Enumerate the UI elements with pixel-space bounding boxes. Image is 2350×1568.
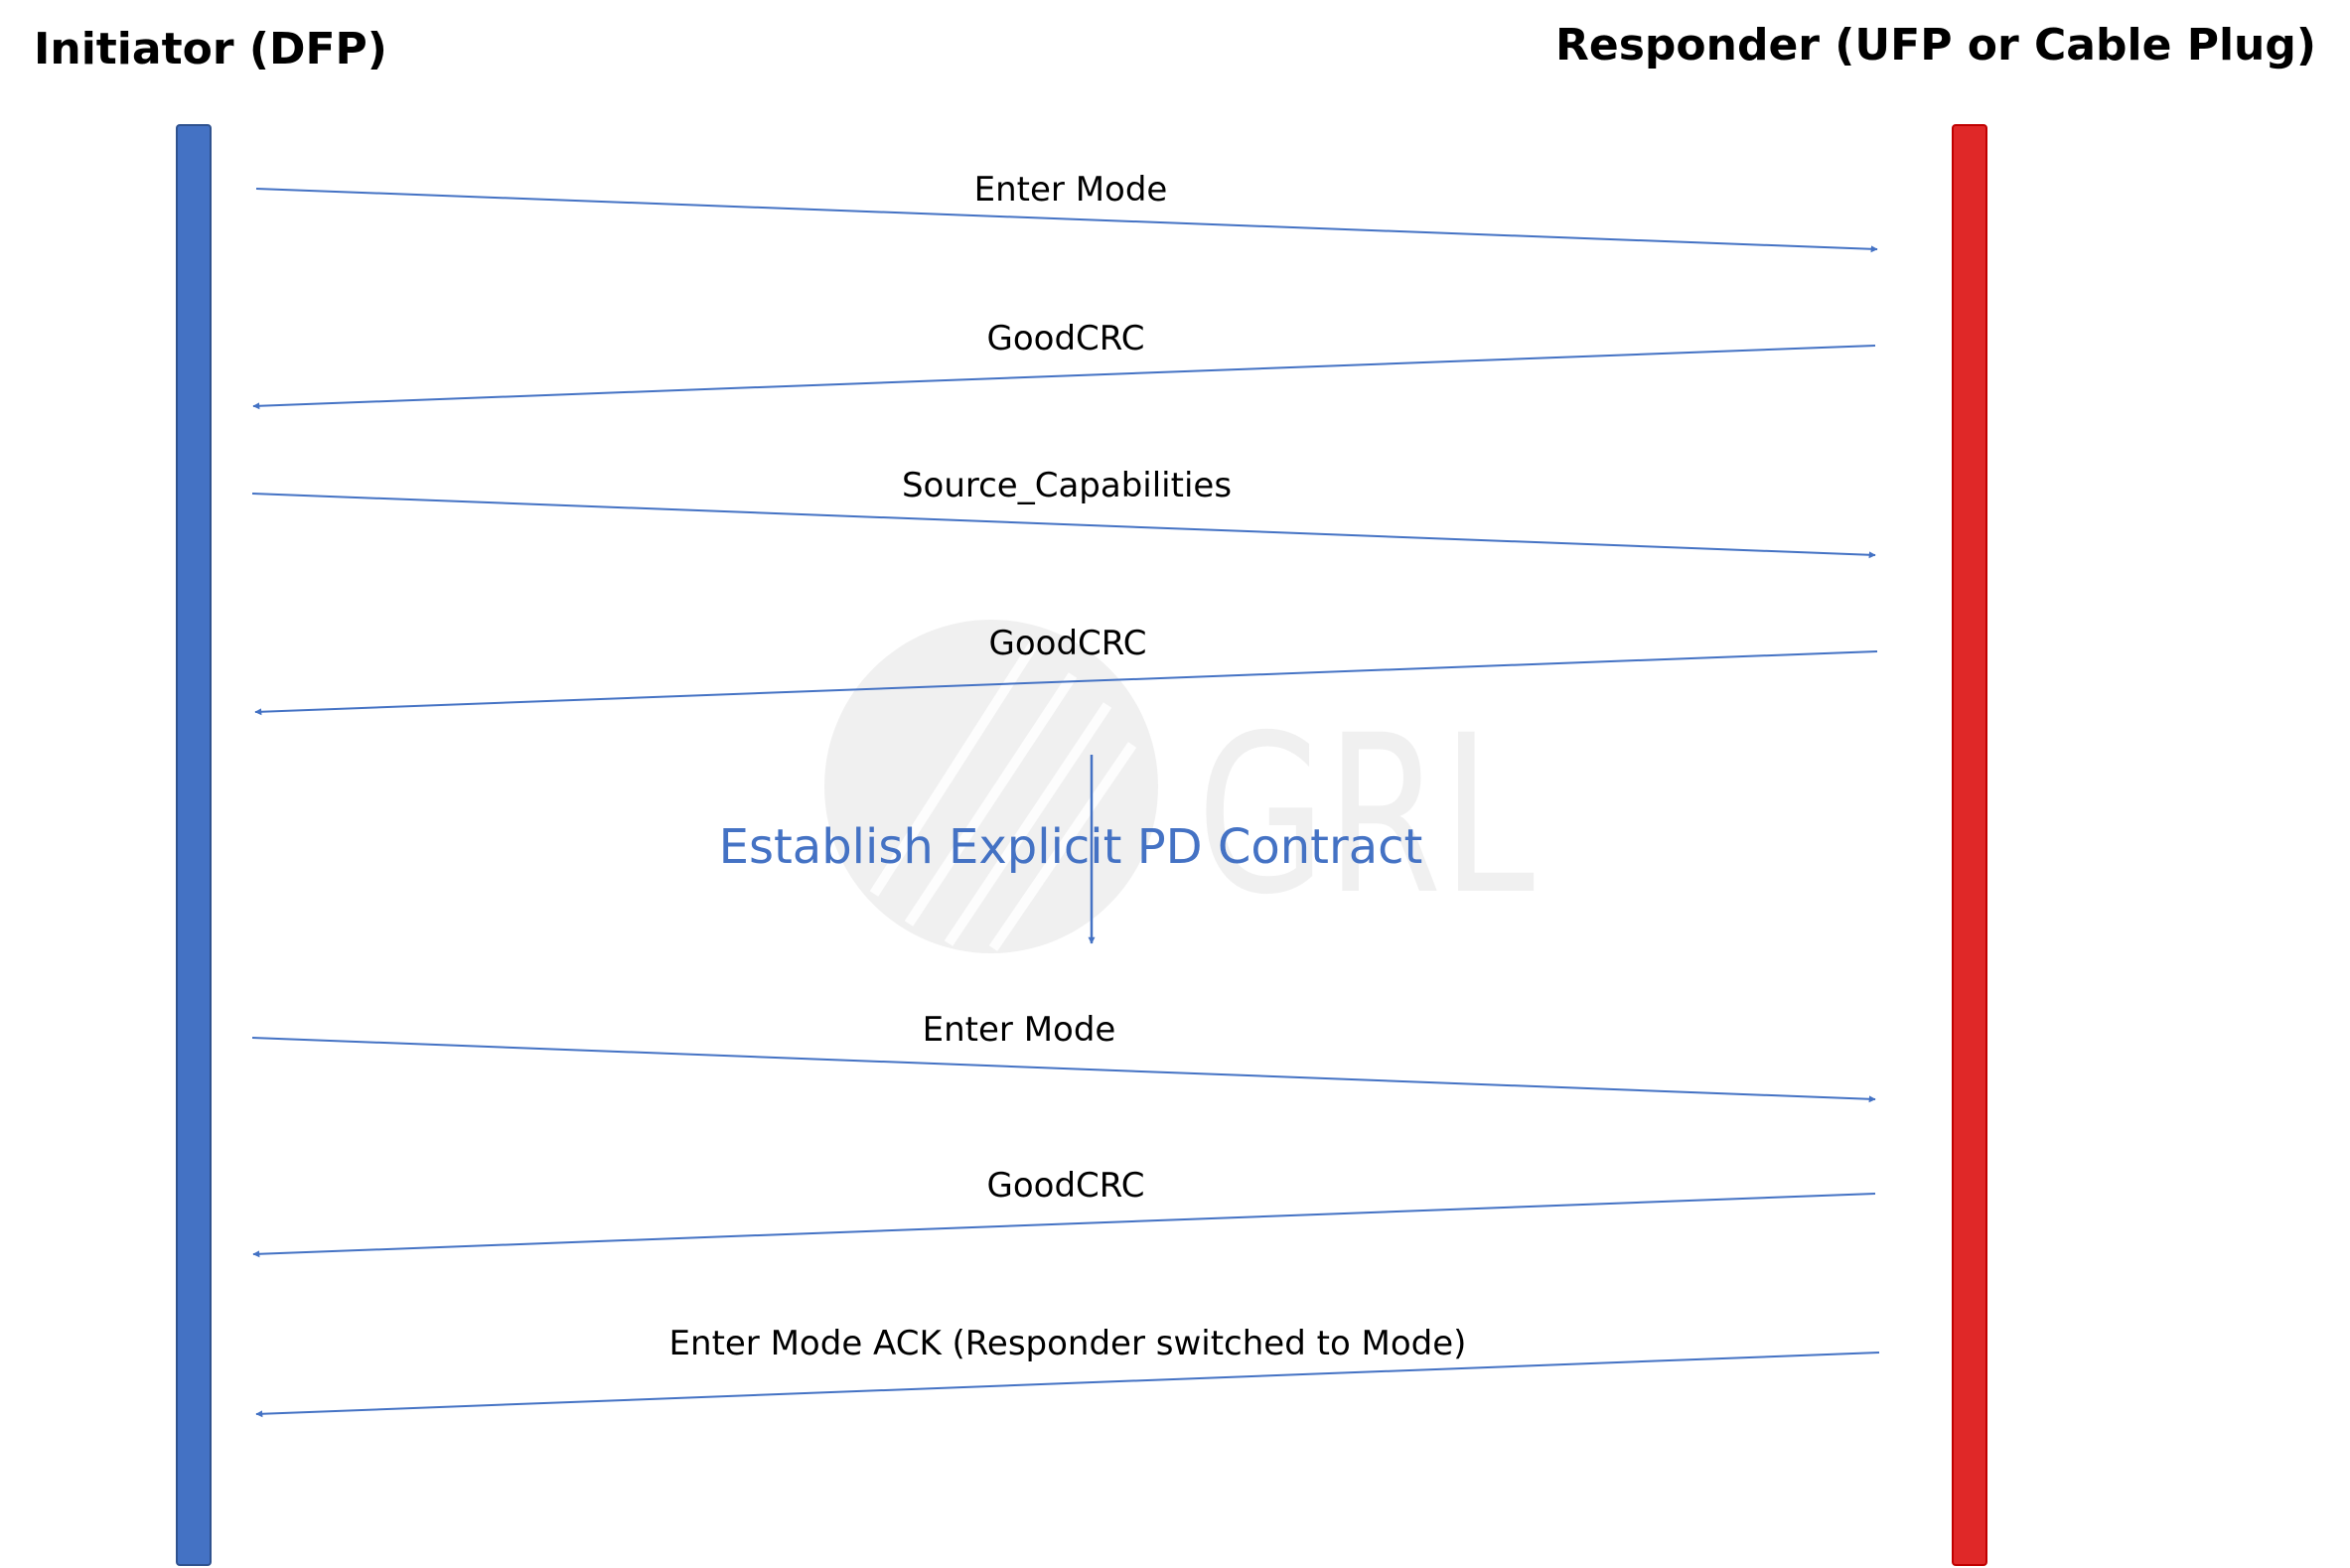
message-label: GoodCRC xyxy=(989,624,1147,663)
message-label: GoodCRC xyxy=(987,319,1145,358)
phase-label: Establish Explicit PD Contract xyxy=(719,819,1423,875)
responder-lifeline xyxy=(1952,124,1987,1566)
message-arrow xyxy=(251,493,1876,559)
message-1: Enter Mode xyxy=(255,170,1878,253)
phase-block: Establish Explicit PD Contract xyxy=(719,755,1423,944)
message-label: Enter Mode ACK (Responder switched to Mo… xyxy=(669,1324,1467,1363)
message-arrow xyxy=(255,1352,1880,1418)
watermark-circle xyxy=(824,620,1158,953)
message-label: Source_Capabilities xyxy=(902,466,1232,505)
message-arrow xyxy=(251,1037,1876,1103)
message-6: GoodCRC xyxy=(252,1166,1876,1258)
message-2: GoodCRC xyxy=(252,319,1876,410)
message-label: Enter Mode xyxy=(974,170,1168,210)
message-arrow xyxy=(255,188,1878,253)
message-arrow xyxy=(254,650,1878,716)
message-arrow xyxy=(252,1193,1876,1258)
message-4: GoodCRC xyxy=(254,624,1878,716)
message-label: Enter Mode xyxy=(923,1010,1116,1050)
message-3: Source_Capabilities xyxy=(251,466,1876,559)
initiator-title: Initiator (DFP) xyxy=(34,24,387,74)
grl-watermark-logo: GRL xyxy=(824,620,1535,953)
watermark-text: GRL xyxy=(1197,688,1535,942)
initiator-lifeline xyxy=(176,124,212,1566)
message-label: GoodCRC xyxy=(987,1166,1145,1206)
message-7: Enter Mode ACK (Responder switched to Mo… xyxy=(255,1324,1880,1418)
message-arrow xyxy=(252,345,1876,410)
watermark-stripes xyxy=(869,642,1137,951)
responder-title: Responder (UFP or Cable Plug) xyxy=(1554,20,2316,71)
message-5: Enter Mode xyxy=(251,1010,1876,1103)
